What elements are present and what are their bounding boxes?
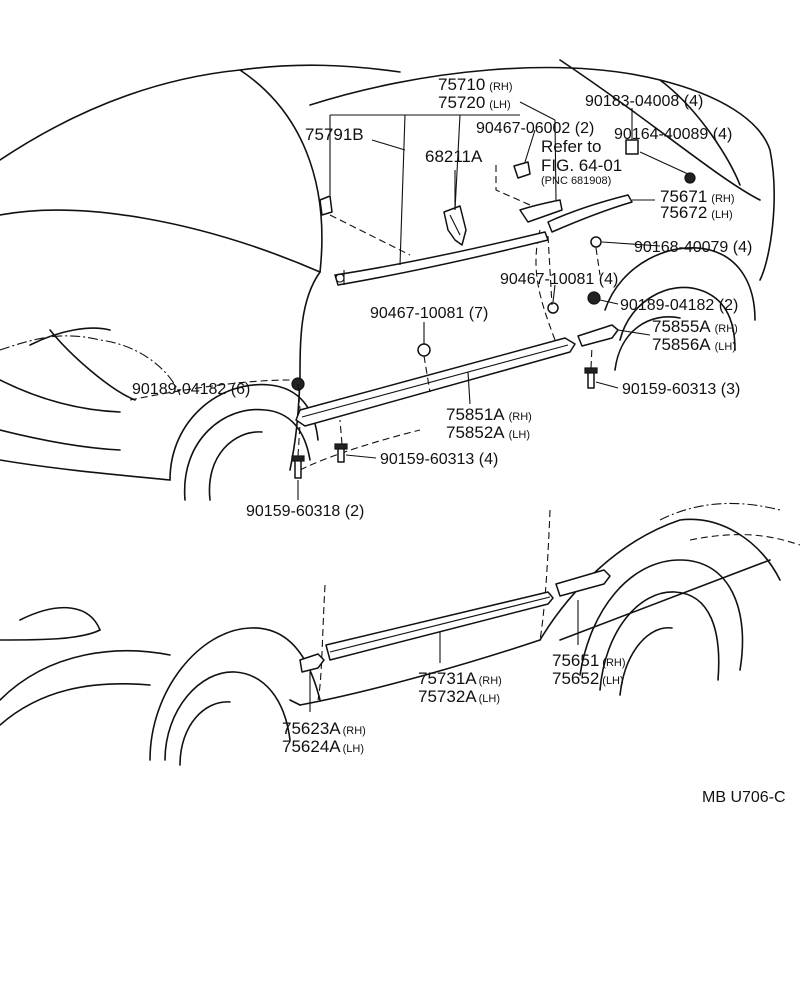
clip-75791b <box>319 195 333 216</box>
label-90467-10081-4: 90467-10081 (4) <box>500 271 618 288</box>
label-90467-10081-7: 90467-10081 (7) <box>370 305 488 322</box>
label-refer-to: Refer to <box>541 137 601 156</box>
svg-text:75710(RH): 75710(RH) <box>438 75 513 94</box>
label-90159-60318-2: 90159-60318 (2) <box>246 503 364 520</box>
label-fig-ref: FIG. 64-01 <box>541 156 622 175</box>
label-75710: 75710 <box>438 75 485 94</box>
fastener-90467-10081-4 <box>547 302 559 314</box>
label-90164: 90164-40089 (4) <box>614 126 732 143</box>
body-side-molding <box>325 591 554 661</box>
label-75623a: 75623A <box>282 719 341 738</box>
screw-90159-60313-3 <box>584 367 598 389</box>
svg-text:75856A(LH): 75856A(LH) <box>652 335 736 354</box>
screw-90159-60318-2 <box>291 455 305 479</box>
label-75651: 75651 <box>552 651 599 670</box>
svg-text:75652(LH): 75652(LH) <box>552 669 624 688</box>
label-75624a: 75624A <box>282 737 341 756</box>
rocker-molding <box>295 337 576 427</box>
svg-text:75720(LH): 75720(LH) <box>438 93 511 112</box>
label-75652: 75652 <box>552 669 599 688</box>
svg-text:75851A(RH): 75851A(RH) <box>446 405 532 424</box>
svg-text:75855A(RH): 75855A(RH) <box>652 317 738 336</box>
fastener-90467-10081-7 <box>417 343 431 357</box>
part-labels: 75710(RH) 75720(LH) 90183-04008 (4) 7579… <box>132 75 786 806</box>
label-75856a: 75856A <box>652 335 711 354</box>
top-car-body <box>0 59 775 501</box>
label-pnc-ref: (PNC 681908) <box>541 175 611 187</box>
leader-lines <box>297 101 689 712</box>
fastener-90467-06002 <box>513 161 531 179</box>
label-90183: 90183-04008 (4) <box>585 93 703 110</box>
label-90159-60313-4: 90159-60313 (4) <box>380 451 498 468</box>
label-75851a: 75851A <box>446 405 505 424</box>
label-68211a: 68211A <box>425 147 483 166</box>
svg-text:75672(LH): 75672(LH) <box>660 203 733 222</box>
label-75671: 75671 <box>660 187 707 206</box>
fastener-90189-04182-2 <box>587 291 601 305</box>
bracket-68211a <box>443 205 467 246</box>
fastener-90168 <box>590 236 602 248</box>
label-75791b: 75791B <box>305 125 364 144</box>
svg-text:75852A(LH): 75852A(LH) <box>446 423 530 442</box>
label-90159-60313-3: 90159-60313 (3) <box>622 381 740 398</box>
front-side-molding <box>299 653 325 673</box>
svg-text:75732A(LH): 75732A(LH) <box>418 687 500 706</box>
label-75855a: 75855A <box>652 317 711 336</box>
svg-text:75671(RH): 75671(RH) <box>660 187 735 206</box>
rear-side-molding <box>555 569 611 597</box>
label-90467-06002: 90467-06002 (2) <box>476 120 594 137</box>
svg-text:75731A(RH): 75731A(RH) <box>418 669 502 688</box>
label-90189-04182-6: 90189-04182 (6) <box>132 381 250 398</box>
footer-code: MB U706-C <box>702 789 786 806</box>
fastener-90164 <box>684 172 696 184</box>
label-75672: 75672 <box>660 203 707 222</box>
label-75731a: 75731A <box>418 669 477 688</box>
svg-text:75623A(RH): 75623A(RH) <box>282 719 366 738</box>
screw-90159-60313-4 <box>334 443 348 463</box>
label-75732a: 75732A <box>418 687 477 706</box>
svg-text:75624A(LH): 75624A(LH) <box>282 737 364 756</box>
label-90168: 90168-40079 (4) <box>634 239 752 256</box>
label-75720: 75720 <box>438 93 485 112</box>
svg-text:75651(RH): 75651(RH) <box>552 651 626 670</box>
label-90189-04182-2: 90189-04182 (2) <box>620 297 738 314</box>
rear-roof-molding <box>519 194 633 233</box>
bottom-car-body <box>0 502 800 766</box>
label-75852a: 75852A <box>446 423 505 442</box>
rear-small-molding <box>577 324 619 347</box>
